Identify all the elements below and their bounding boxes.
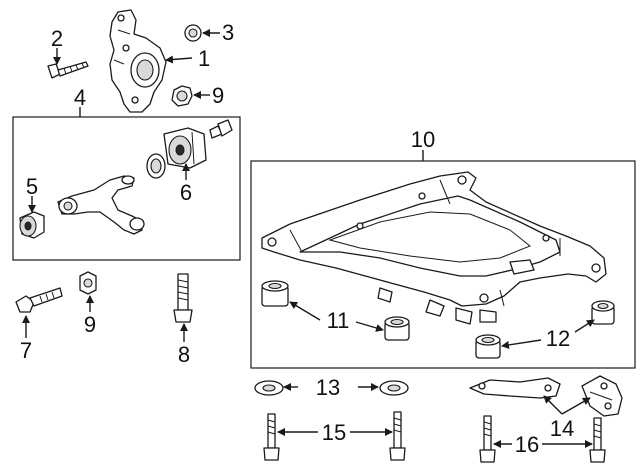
callout-8: 8 (178, 342, 190, 367)
knuckle-nut (184, 24, 202, 42)
callout-9-top: 9 (212, 83, 224, 108)
callout-16: 16 (515, 432, 539, 457)
callout-4: 4 (74, 85, 86, 110)
callout-5: 5 (26, 174, 38, 199)
callout-7: 7 (20, 338, 32, 363)
knuckle-bolt (47, 61, 89, 79)
control-arm-bolt (15, 287, 63, 313)
callout-9-lower: 9 (84, 312, 96, 337)
flange-nut-top (171, 85, 193, 107)
callout-6: 6 (180, 180, 192, 205)
callout-10: 10 (411, 127, 435, 152)
mount-bolt-left (263, 413, 280, 461)
callout-3: 3 (222, 20, 234, 45)
subframe-mount-11b (384, 316, 410, 341)
callout-11: 11 (327, 308, 350, 333)
mount-bolt-right (389, 411, 406, 461)
subframe-mount-12b (475, 334, 501, 359)
flange-nut-lower (79, 271, 97, 295)
callout-13: 13 (316, 375, 340, 400)
callout-14: 14 (550, 416, 574, 441)
callout-12: 12 (546, 326, 570, 351)
subframe-brace-left (469, 377, 561, 399)
control-arm-bushing-rear (163, 127, 207, 169)
brace-bolt-right (589, 417, 606, 463)
subframe-mount-11a (261, 280, 289, 307)
subframe-mount-12a (591, 300, 615, 325)
control-arm-bushing-front (19, 211, 45, 239)
steering-knuckle (109, 9, 167, 113)
mount-washer-right (379, 380, 409, 396)
bushing-bolt (209, 119, 233, 139)
mount-washer-left (254, 380, 284, 396)
subframe-box (250, 160, 636, 369)
control-arm-box (12, 116, 241, 261)
brace-bolt-left (479, 415, 496, 463)
callout-15: 15 (322, 420, 346, 445)
lower-control-arm (57, 175, 145, 235)
callout-1: 1 (198, 46, 210, 71)
callout-2: 2 (51, 26, 63, 51)
vertical-bolt (173, 273, 193, 323)
subframe-brace-right (581, 375, 623, 417)
bushing-washer (146, 153, 166, 179)
leader-lines (22, 29, 595, 448)
subframe (261, 171, 607, 325)
